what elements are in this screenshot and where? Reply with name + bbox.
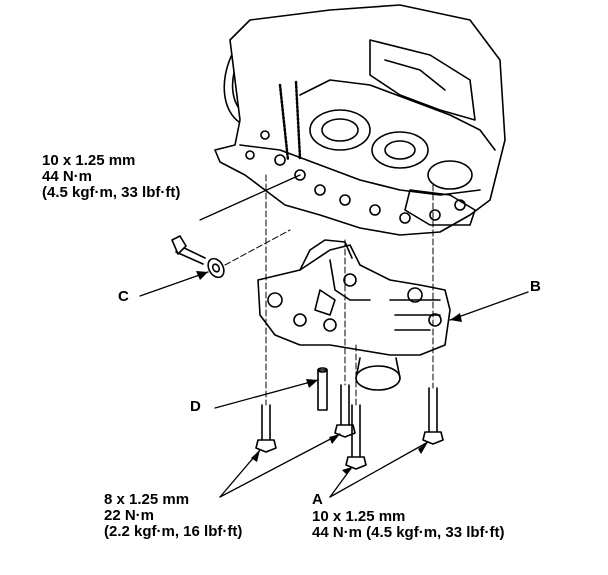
label-c: C [118,288,129,305]
label-a: A [312,491,323,508]
top-spec-torque: 44 N·m [42,168,93,185]
bottom-right-spec-torque: 44 N·m (4.5 kgf·m, 33 lbf·ft) [312,524,505,541]
bolt-left-drawing [255,404,277,453]
small-bolt-drawing [171,235,206,265]
alignment-lines [224,174,434,406]
timing-chain-drawing [278,80,302,162]
bottom-right-spec-size: 10 x 1.25 mm [312,508,406,525]
bottom-left-spec-size: 8 x 1.25 mm [104,491,190,508]
bottom-left-spec-torque: 22 N·m [104,507,155,524]
bottom-left-spec-callout: 8 x 1.25 mm 22 N·m (2.2 kgf·m, 16 lbf·ft… [104,492,242,540]
top-spec-callout: 10 x 1.25 mm 44 N·m (4.5 kgf·m, 33 lbf·f… [42,153,180,201]
washer-c-drawing [207,257,225,279]
dowel-pin-drawing [317,367,328,411]
oil-pump-drawing [257,239,451,391]
label-b: B [530,278,541,295]
bolt-lower-drawing [345,404,367,470]
bolt-right-drawing [422,387,444,445]
label-d: D [190,398,201,415]
arrowheads [196,271,462,474]
top-spec-torque-alt: (4.5 kgf·m, 33 lbf·ft) [42,184,181,201]
bottom-right-spec-callout: 10 x 1.25 mm 44 N·m (4.5 kgf·m, 33 lbf·f… [312,509,505,541]
bottom-left-spec-torque-alt: (2.2 kgf·m, 16 lbf·ft) [104,523,243,540]
engine-block-drawing [214,4,506,236]
top-spec-size: 10 x 1.25 mm [42,152,136,169]
